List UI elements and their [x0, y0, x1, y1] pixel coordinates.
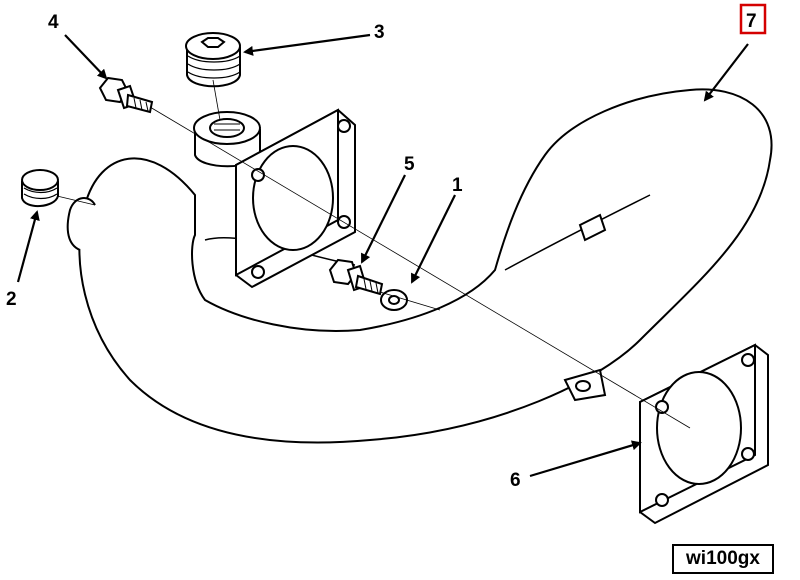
flange-bolt-upper: [98, 76, 154, 114]
pipe-plug: [21, 169, 59, 207]
arrow-2: [16, 210, 40, 283]
callout-2: 2: [6, 289, 17, 310]
exhaust-elbow: [66, 88, 773, 444]
arrow-6: [529, 440, 642, 478]
callout-7-highlight-box: [739, 3, 767, 35]
mounting-tab-upper: [578, 213, 607, 242]
upper-flange: [235, 108, 356, 289]
arrow-3: [243, 33, 371, 56]
callout-5: 5: [404, 154, 415, 175]
threaded-boss: [193, 111, 261, 168]
lower-gasket: [639, 343, 769, 525]
washer: [380, 289, 408, 311]
arrow-5: [361, 174, 406, 264]
callout-4: 4: [48, 12, 59, 33]
callout-1: 1: [452, 175, 463, 196]
arrow-1: [411, 194, 456, 284]
mounting-tab-lower: [563, 368, 607, 402]
arrow-7: [703, 43, 749, 102]
callout-6: 6: [510, 470, 521, 491]
socket-plug: [185, 32, 241, 88]
arrow-4: [64, 34, 108, 80]
figure-id-label: wi100gx: [672, 544, 774, 574]
callout-3: 3: [374, 22, 385, 43]
flange-bolt-lower: [328, 258, 384, 296]
leader-arrows: [16, 33, 749, 478]
callout-7: 7: [746, 11, 757, 32]
